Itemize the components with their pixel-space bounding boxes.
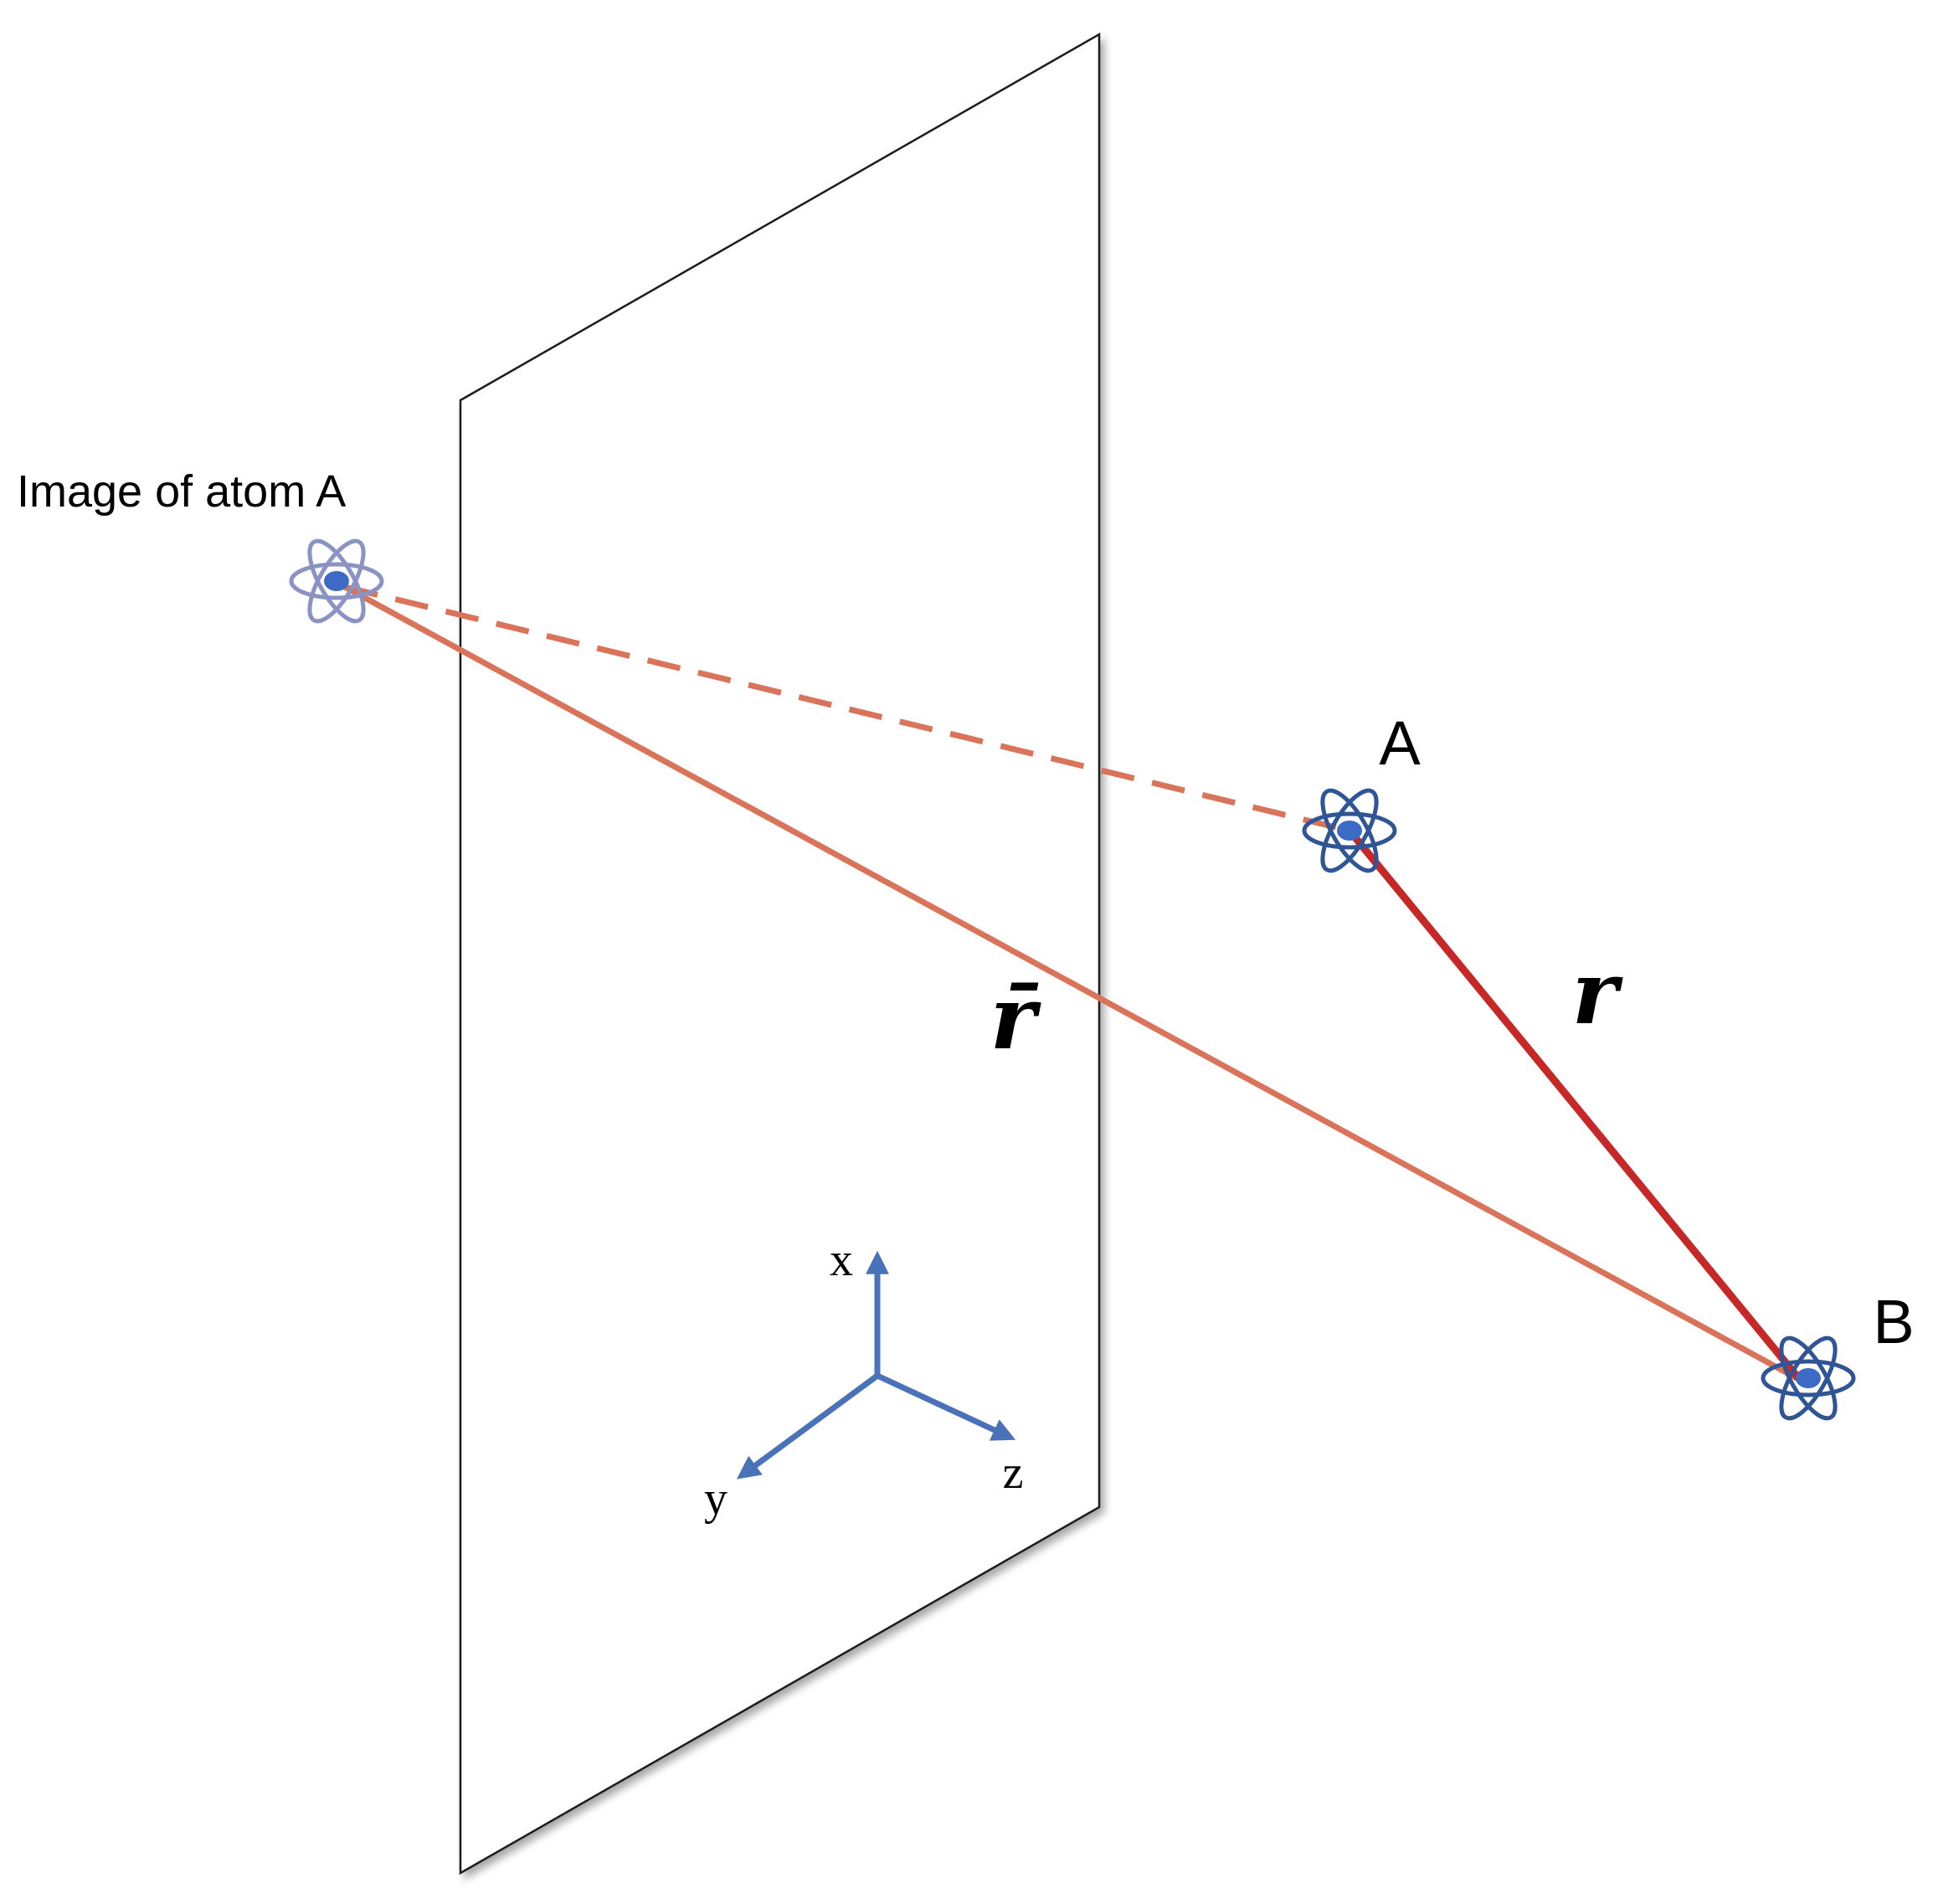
atom-b-label: B — [1873, 1287, 1914, 1356]
z-axis-arrow — [876, 1372, 1016, 1441]
z-axis-label: z — [1003, 1447, 1024, 1499]
image-to-b-line — [343, 584, 1802, 1383]
atom-b-icon — [1763, 1330, 1853, 1426]
atom-a-label: A — [1379, 708, 1421, 778]
y-axis-arrow — [736, 1373, 880, 1479]
image-atom-caption: Image of atom A — [17, 466, 346, 517]
atom-a-icon — [1304, 783, 1395, 878]
x-axis-label: x — [830, 1234, 853, 1286]
image-atom-icon — [291, 533, 382, 629]
coordinate-axes: x y z — [704, 1234, 1023, 1525]
y-axis-label: y — [704, 1473, 727, 1525]
vector-r-bar-label: r̄ — [990, 966, 1042, 1069]
vector-r-label: r — [1572, 941, 1624, 1044]
mirror-plane — [459, 32, 1101, 1876]
a-to-b-line — [1346, 828, 1803, 1382]
image-to-a-dashed-line — [344, 584, 1350, 834]
